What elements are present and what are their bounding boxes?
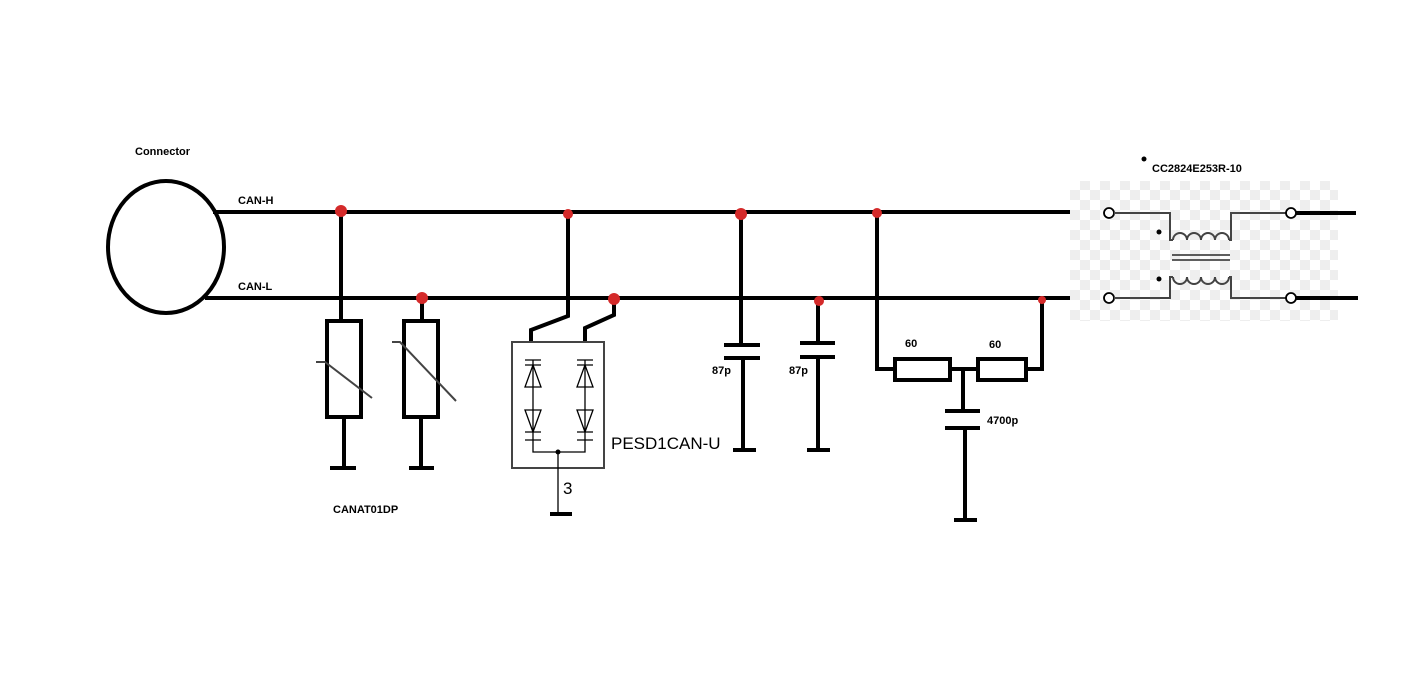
varistor-2	[392, 298, 457, 470]
common-mode-choke	[1070, 156, 1358, 321]
junction-dots	[335, 205, 1046, 306]
can-h-label: CAN-H	[238, 195, 273, 207]
cap1-label: 87p	[712, 365, 731, 377]
varistor-part-label: CANAT01DP	[333, 504, 398, 516]
res2-label: 60	[989, 339, 1001, 351]
connector-symbol	[106, 179, 226, 315]
esd-diode-array	[511, 212, 616, 516]
varistor-1	[316, 212, 373, 470]
cap2-label: 87p	[789, 365, 808, 377]
split-cap-label: 4700p	[987, 415, 1018, 427]
connector-label: Connector	[135, 146, 191, 158]
choke-part-label: CC2824E253R-10	[1152, 163, 1242, 175]
res1-label: 60	[905, 338, 917, 350]
can-l-label: CAN-L	[238, 281, 272, 293]
capacitor-1	[724, 212, 760, 452]
split-termination	[875, 212, 1044, 522]
esd-pin-label: 3	[563, 479, 572, 498]
esd-part-label: PESD1CAN-U	[611, 434, 721, 453]
